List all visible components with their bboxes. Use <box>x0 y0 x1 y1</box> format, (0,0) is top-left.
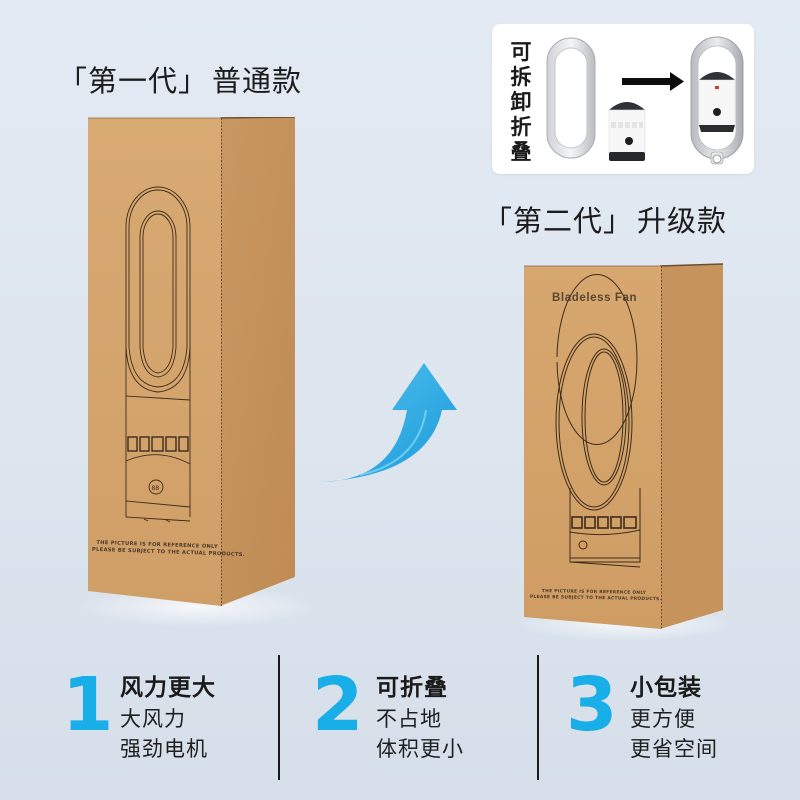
gen2-box-side <box>660 263 724 629</box>
curved-up-arrow-icon <box>322 363 457 482</box>
feature-1-title: 风力更大 <box>120 675 216 701</box>
gen2-box-front <box>524 265 661 629</box>
feature-2-number: 2 <box>312 662 364 748</box>
gen1-box-front <box>88 117 221 606</box>
detached-fan-loop-image <box>546 37 596 159</box>
feature-1-line-2: 强劲电机 <box>120 737 208 761</box>
gen2-bracket-close: 」 <box>603 204 634 238</box>
feature-3: 3 小包装 更方便 更省空间 <box>566 664 786 774</box>
feature-divider-1 <box>278 655 280 780</box>
feature-2: 2 可折叠 不占地 体积更小 <box>312 664 532 774</box>
feature-3-line-1: 更方便 <box>630 707 696 731</box>
inset-char-3: 卸 <box>510 90 532 114</box>
feature-3-title: 小包装 <box>630 675 702 701</box>
gen1-bracket-close: 」 <box>178 64 209 98</box>
gen1-title: 「第一代」普通款 <box>58 58 302 100</box>
gen2-disclaimer: THE PICTURE IS FOR REFERENCE ONLY PLEASE… <box>530 589 662 603</box>
gen1-suffix: 普通款 <box>212 64 303 98</box>
gen2-label: 第二代 <box>513 204 604 238</box>
gen2-box: Bladeless Fan THE PICTURE IS FOR REFEREN… <box>516 262 736 641</box>
gen2-bracket-open: 「 <box>483 204 514 238</box>
svg-text:88: 88 <box>152 485 160 492</box>
feature-2-line-1: 不占地 <box>376 707 442 731</box>
feature-divider-2 <box>537 655 539 780</box>
gen2-suffix: 升级款 <box>637 204 728 238</box>
gen1-box: 88 THE PICTURE IS FOR REFERENCE ONLY PLE… <box>78 117 318 627</box>
feature-1-number: 1 <box>62 662 114 748</box>
feature-3-number: 3 <box>566 662 618 748</box>
right-arrow-icon <box>622 72 684 91</box>
inset-vertical-caption: 可 拆 卸 折 叠 <box>509 40 533 165</box>
feature-2-title: 可折叠 <box>376 675 448 701</box>
inset-char-5: 叠 <box>510 140 532 164</box>
gen2-title: 「第二代」升级款 <box>483 198 727 240</box>
detached-fan-base-image <box>608 102 646 161</box>
feature-1: 1 风力更大 大风力 强劲电机 <box>62 664 282 774</box>
inset-char-4: 折 <box>510 115 532 139</box>
assembled-fan-image <box>690 36 744 165</box>
gen1-bracket-open: 「 <box>58 64 89 98</box>
gen1-label: 第一代 <box>88 64 179 98</box>
gen2-fan-lineart <box>555 274 641 568</box>
feature-1-line-1: 大风力 <box>120 707 186 731</box>
gen2-box-brand: Bladeless Fan <box>552 292 638 304</box>
gen1-box-side <box>220 117 296 606</box>
inset-char-1: 可 <box>510 40 532 64</box>
feature-2-line-2: 体积更小 <box>376 737 464 761</box>
feature-3-line-2: 更省空间 <box>630 737 718 761</box>
gen1-fan-lineart: 88 <box>125 186 191 523</box>
inset-char-2: 拆 <box>510 65 532 89</box>
foldable-inset-card: 可 拆 卸 折 叠 <box>492 24 754 174</box>
